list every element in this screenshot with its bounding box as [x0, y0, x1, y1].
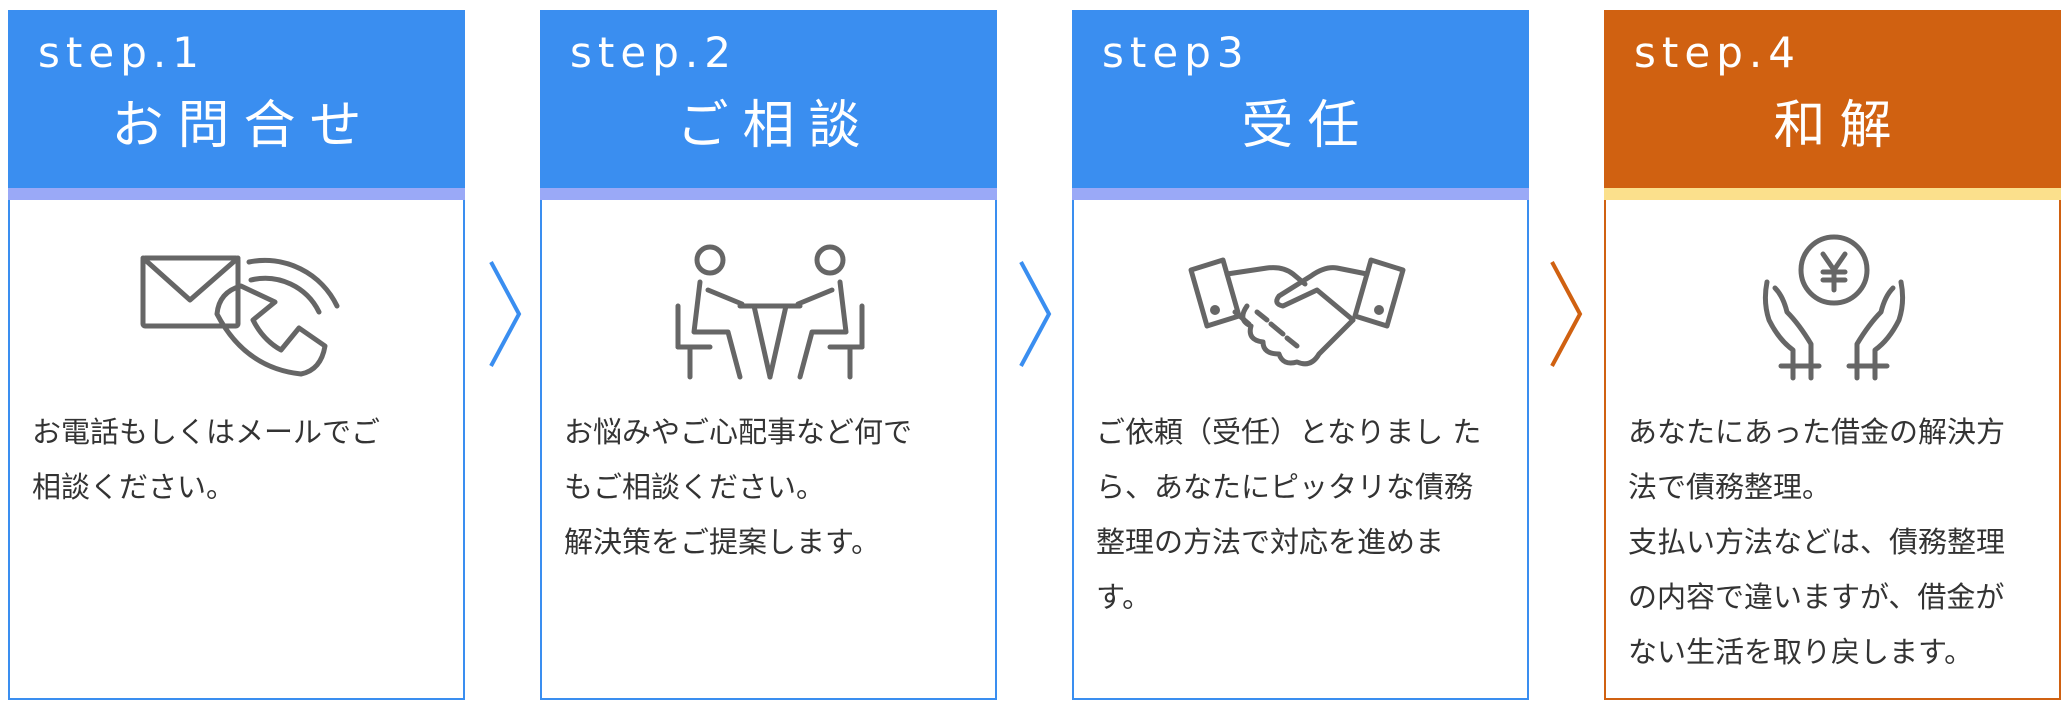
step-title: ご相談 — [676, 96, 875, 156]
header-stripe — [540, 188, 997, 200]
card-frame — [1072, 200, 1529, 700]
card-frame — [8, 200, 465, 700]
header-stripe — [1072, 188, 1529, 200]
step-description: お電話もしくはメールでご 相談ください。 — [32, 415, 381, 504]
header-stripe — [1604, 188, 2061, 200]
mail-phone-icon — [140, 255, 340, 377]
step-label: step.2 — [570, 28, 737, 77]
step-title: 和解 — [1773, 96, 1906, 156]
step-title: 受任 — [1241, 96, 1374, 156]
step-label: step.1 — [38, 28, 205, 77]
step-label: step.4 — [1634, 28, 1801, 77]
step-card-3: step3 受任 ご依頼（受任）となりまし た ら、あなたにピッタリな債務 整理… — [1072, 10, 1529, 700]
chevron-right-icon — [1019, 261, 1052, 367]
step-header-4: step.4 和解 — [1604, 10, 2061, 188]
card-frame — [540, 200, 997, 700]
step-header-3: step3 受任 — [1072, 10, 1529, 188]
step-label: step3 — [1102, 28, 1250, 77]
step-card-4: step.4 和解 あなたにあった借金の解決方 法で債務整理。 支払い方法などは… — [1604, 10, 2061, 700]
card-frame — [1604, 200, 2061, 700]
step-header-1: step.1 お問合せ — [8, 10, 465, 188]
consultation-icon — [675, 244, 865, 380]
chevron-right-icon — [489, 261, 522, 367]
step-title: お問合せ — [111, 96, 376, 156]
chevron-right-icon — [1550, 261, 1583, 367]
step-card-1: step.1 お問合せ お電話もしくはメールでご 相談ください。 — [8, 10, 465, 700]
step-description: あなたにあった借金の解決方 法で債務整理。 支払い方法などは、債務整理 の内容で… — [1628, 415, 2006, 669]
handshake-icon — [1188, 257, 1406, 367]
step-description: ご依頼（受任）となりまし た ら、あなたにピッタリな債務 整理の方法で対応を進め… — [1096, 415, 1482, 614]
step-card-2: step.2 ご相談 お悩みやご心配事など何で もご相談ください。 解決策をご提… — [540, 10, 997, 700]
header-stripe — [8, 188, 465, 200]
yen-hands-icon — [1762, 234, 1906, 381]
step-header-2: step.2 ご相談 — [540, 10, 997, 188]
step-description: お悩みやご心配事など何で もご相談ください。 解決策をご提案します。 — [564, 415, 913, 559]
